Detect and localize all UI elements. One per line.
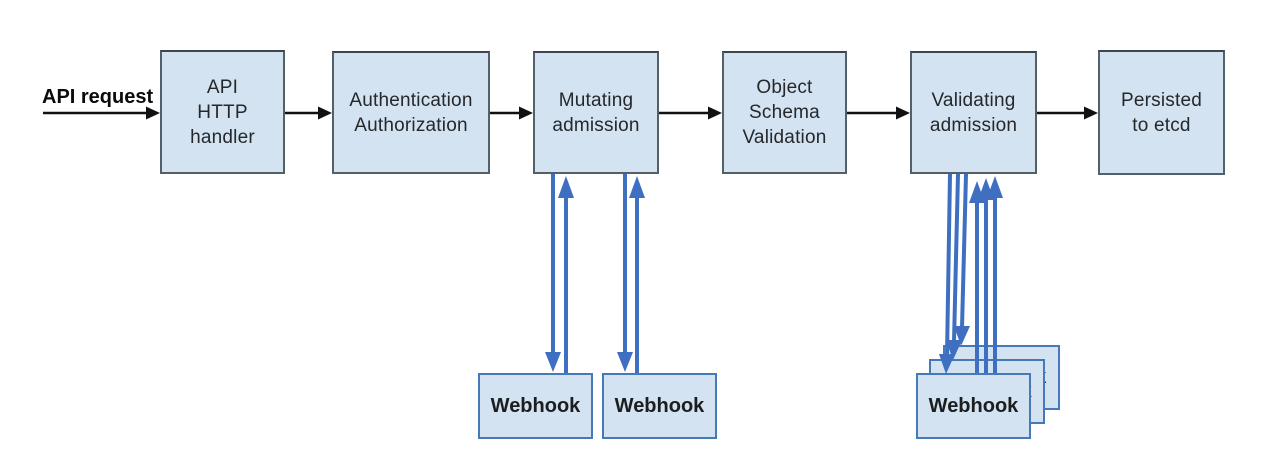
pipeline-box-label: Object Schema Validation: [742, 77, 827, 148]
webhook-label: Webhook: [928, 394, 1019, 417]
connector-arrow-3: [659, 106, 722, 120]
arrow-line: [960, 173, 968, 329]
connector-arrow-1: [285, 106, 332, 120]
pipeline-box-label: Authentication Authorization: [349, 89, 473, 136]
mutating-webhook1-call-arrow: [545, 174, 561, 372]
webhook-box-mutating-2: Webhook: [602, 373, 717, 439]
arrow-line: [945, 173, 952, 357]
webhook-box-mutating-1: Webhook: [478, 373, 593, 439]
mutating-webhook1-response-arrow: [558, 176, 574, 373]
pipeline-box-label: Validating admission: [929, 89, 1018, 136]
validating-webhook-call-arrow-1: [954, 173, 970, 346]
pipeline-box-object-schema-validation: Object Schema Validation: [722, 51, 847, 174]
validating-webhook-call-arrow-3: [939, 173, 955, 374]
arrow-head: [954, 326, 970, 346]
api-request-label: API request: [42, 86, 154, 108]
pipeline-box-label: API HTTP handler: [190, 76, 255, 148]
arrow-head: [987, 176, 1003, 198]
arrow-head: [896, 106, 910, 120]
connector-arrow-4: [847, 106, 910, 120]
mutating-webhook2-response-arrow: [629, 176, 645, 373]
pipeline-box-mutating-admission: Mutating admission: [533, 51, 659, 174]
arrow-head: [1084, 106, 1098, 120]
pipeline-box-api-http-handler: API HTTP handler: [160, 50, 285, 174]
arrow-head: [318, 106, 332, 120]
validating-webhook-call-arrow-2: [946, 173, 962, 360]
arrow-head: [617, 352, 633, 372]
pipeline-box-label: Persisted to etcd: [1120, 89, 1202, 136]
arrow-head: [545, 352, 561, 372]
arrow-head: [558, 176, 574, 198]
arrow-line: [952, 173, 960, 343]
mutating-webhook2-call-arrow: [617, 174, 633, 372]
arrow-head: [969, 181, 985, 203]
pipeline-box-validating-admission: Validating admission: [910, 51, 1037, 174]
arrow-head: [978, 178, 994, 200]
arrow-head: [519, 106, 533, 120]
pipeline-box-authentication-authorization: Authentication Authorization: [332, 51, 490, 174]
webhook-label: Webhook: [614, 394, 705, 417]
connector-arrow-2: [490, 106, 533, 120]
arrow-head: [708, 106, 722, 120]
pipeline-box-persisted-to-etcd: Persisted to etcd: [1098, 50, 1225, 175]
validating-webhook-response-arrow-3: [987, 176, 1003, 373]
pipeline-box-label: Mutating admission: [552, 89, 640, 136]
webhook-label: Webhook: [490, 394, 581, 417]
connector-arrow-5: [1037, 106, 1098, 120]
validating-webhook-response-arrow-2: [978, 178, 994, 373]
webhook-box-validating-front: Webhook: [916, 373, 1031, 439]
arrow-head: [629, 176, 645, 198]
